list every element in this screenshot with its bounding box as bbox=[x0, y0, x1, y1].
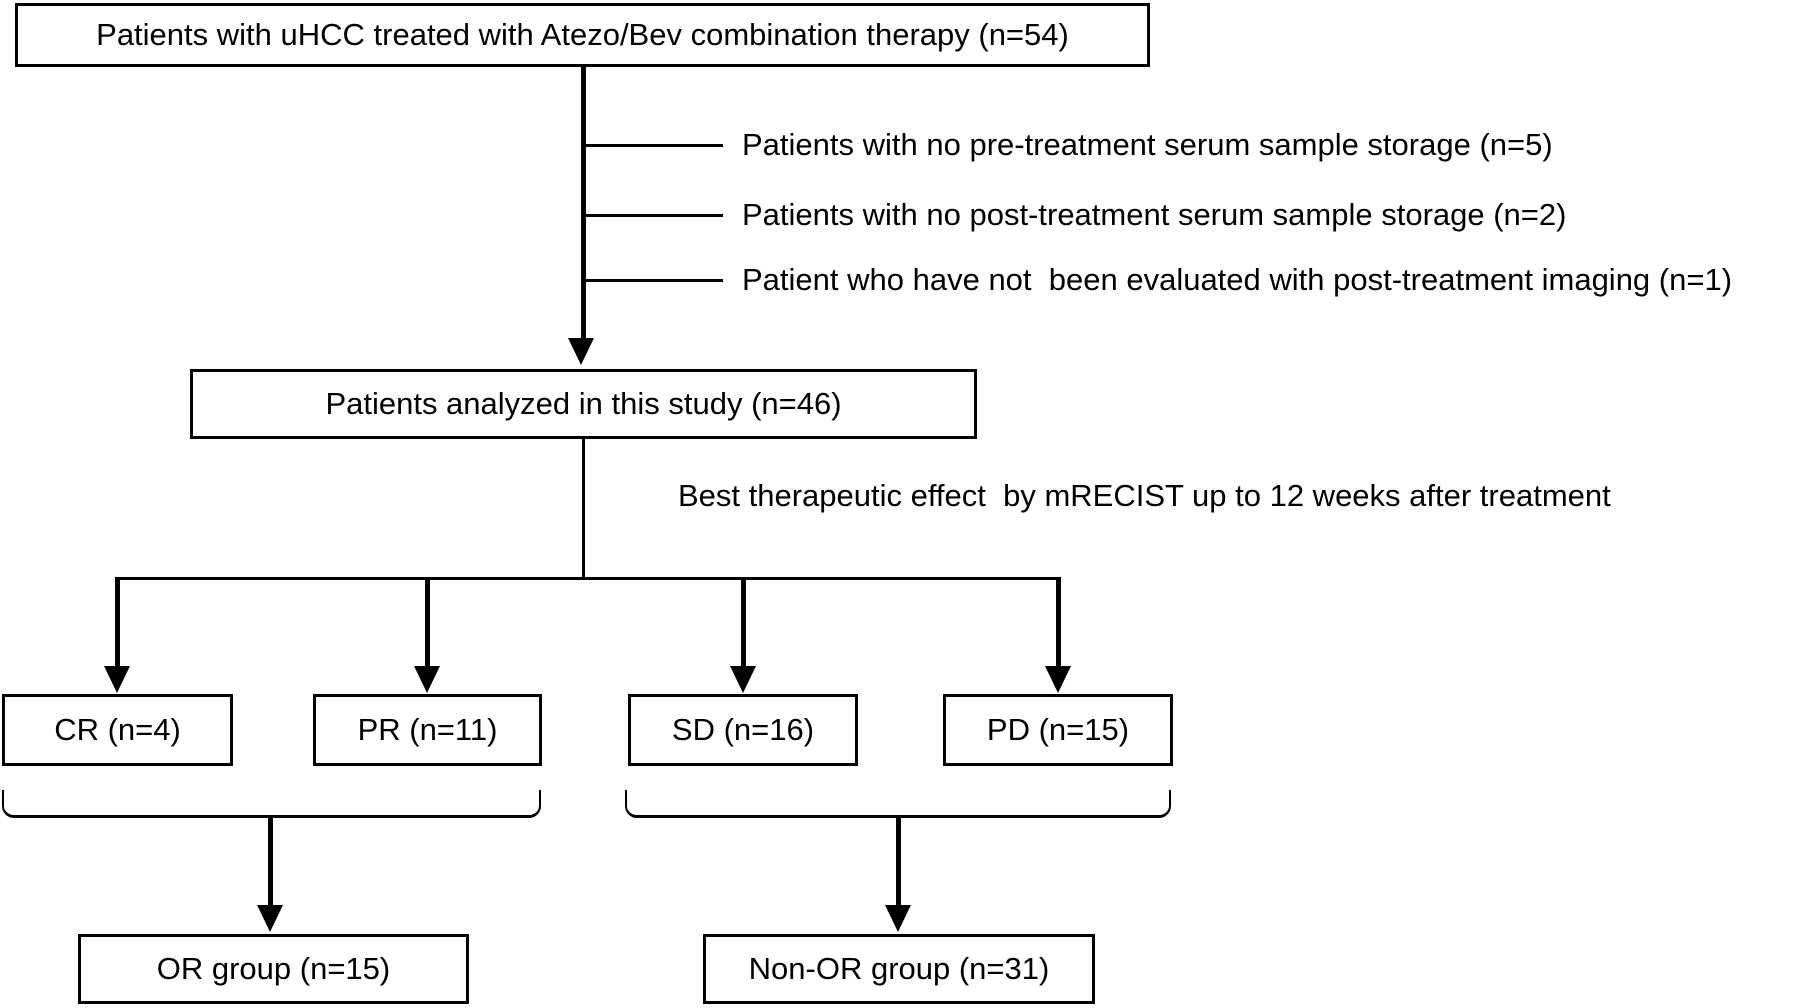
flow-box-or-group: OR group (n=15) bbox=[78, 934, 469, 1004]
flow-box-pd-label: PD (n=15) bbox=[986, 712, 1130, 748]
grouping-bracket-or bbox=[2, 790, 541, 818]
flow-box-sd: SD (n=16) bbox=[628, 694, 858, 766]
connector-to-non-or-group bbox=[896, 818, 901, 906]
connector-to-cr bbox=[115, 577, 120, 667]
exclusion-label-2: Patients with no post-treatment serum sa… bbox=[742, 197, 1567, 232]
flow-box-or-group-label: OR group (n=15) bbox=[156, 951, 391, 987]
connector-to-pr bbox=[425, 577, 430, 667]
flow-box-cr: CR (n=4) bbox=[2, 694, 233, 766]
split-horizontal-line bbox=[115, 577, 1060, 580]
connector-to-sd bbox=[741, 577, 746, 667]
branch-caption: Best therapeutic effect by mRECIST up to… bbox=[678, 478, 1611, 513]
flow-box-analyzed-patients-label: Patients analyzed in this study (n=46) bbox=[325, 386, 842, 422]
exclusion-branch-line-1 bbox=[583, 144, 723, 147]
exclusion-branch-line-3 bbox=[583, 279, 723, 282]
flow-box-pr-label: PR (n=11) bbox=[357, 712, 498, 748]
connector-to-or-group bbox=[268, 818, 273, 906]
arrowhead-to-analyzed bbox=[568, 338, 594, 365]
flow-box-pd: PD (n=15) bbox=[943, 694, 1173, 766]
arrowhead-to-pr bbox=[414, 666, 440, 693]
connector-to-pd bbox=[1056, 577, 1061, 667]
flow-box-non-or-group-label: Non-OR group (n=31) bbox=[748, 951, 1050, 987]
flow-box-total-patients: Patients with uHCC treated with Atezo/Be… bbox=[15, 3, 1150, 67]
flow-box-non-or-group: Non-OR group (n=31) bbox=[703, 934, 1095, 1004]
flow-box-analyzed-patients: Patients analyzed in this study (n=46) bbox=[190, 369, 977, 439]
exclusion-branch-line-2 bbox=[583, 214, 723, 217]
arrowhead-to-or-group bbox=[257, 905, 283, 932]
exclusion-label-1: Patients with no pre-treatment serum sam… bbox=[742, 127, 1553, 162]
connector-analyzed-to-split bbox=[582, 439, 585, 579]
flow-box-pr: PR (n=11) bbox=[313, 694, 542, 766]
flow-box-total-patients-label: Patients with uHCC treated with Atezo/Be… bbox=[96, 17, 1069, 53]
arrowhead-to-non-or-group bbox=[885, 905, 911, 932]
exclusion-label-3: Patient who have not been evaluated with… bbox=[742, 262, 1733, 297]
arrowhead-to-pd bbox=[1045, 666, 1071, 693]
connector-main-vertical bbox=[581, 67, 586, 338]
arrowhead-to-sd bbox=[730, 666, 756, 693]
grouping-bracket-non-or bbox=[625, 790, 1171, 818]
arrowhead-to-cr bbox=[104, 666, 130, 693]
flow-box-cr-label: CR (n=4) bbox=[54, 712, 181, 748]
flow-box-sd-label: SD (n=16) bbox=[671, 712, 815, 748]
